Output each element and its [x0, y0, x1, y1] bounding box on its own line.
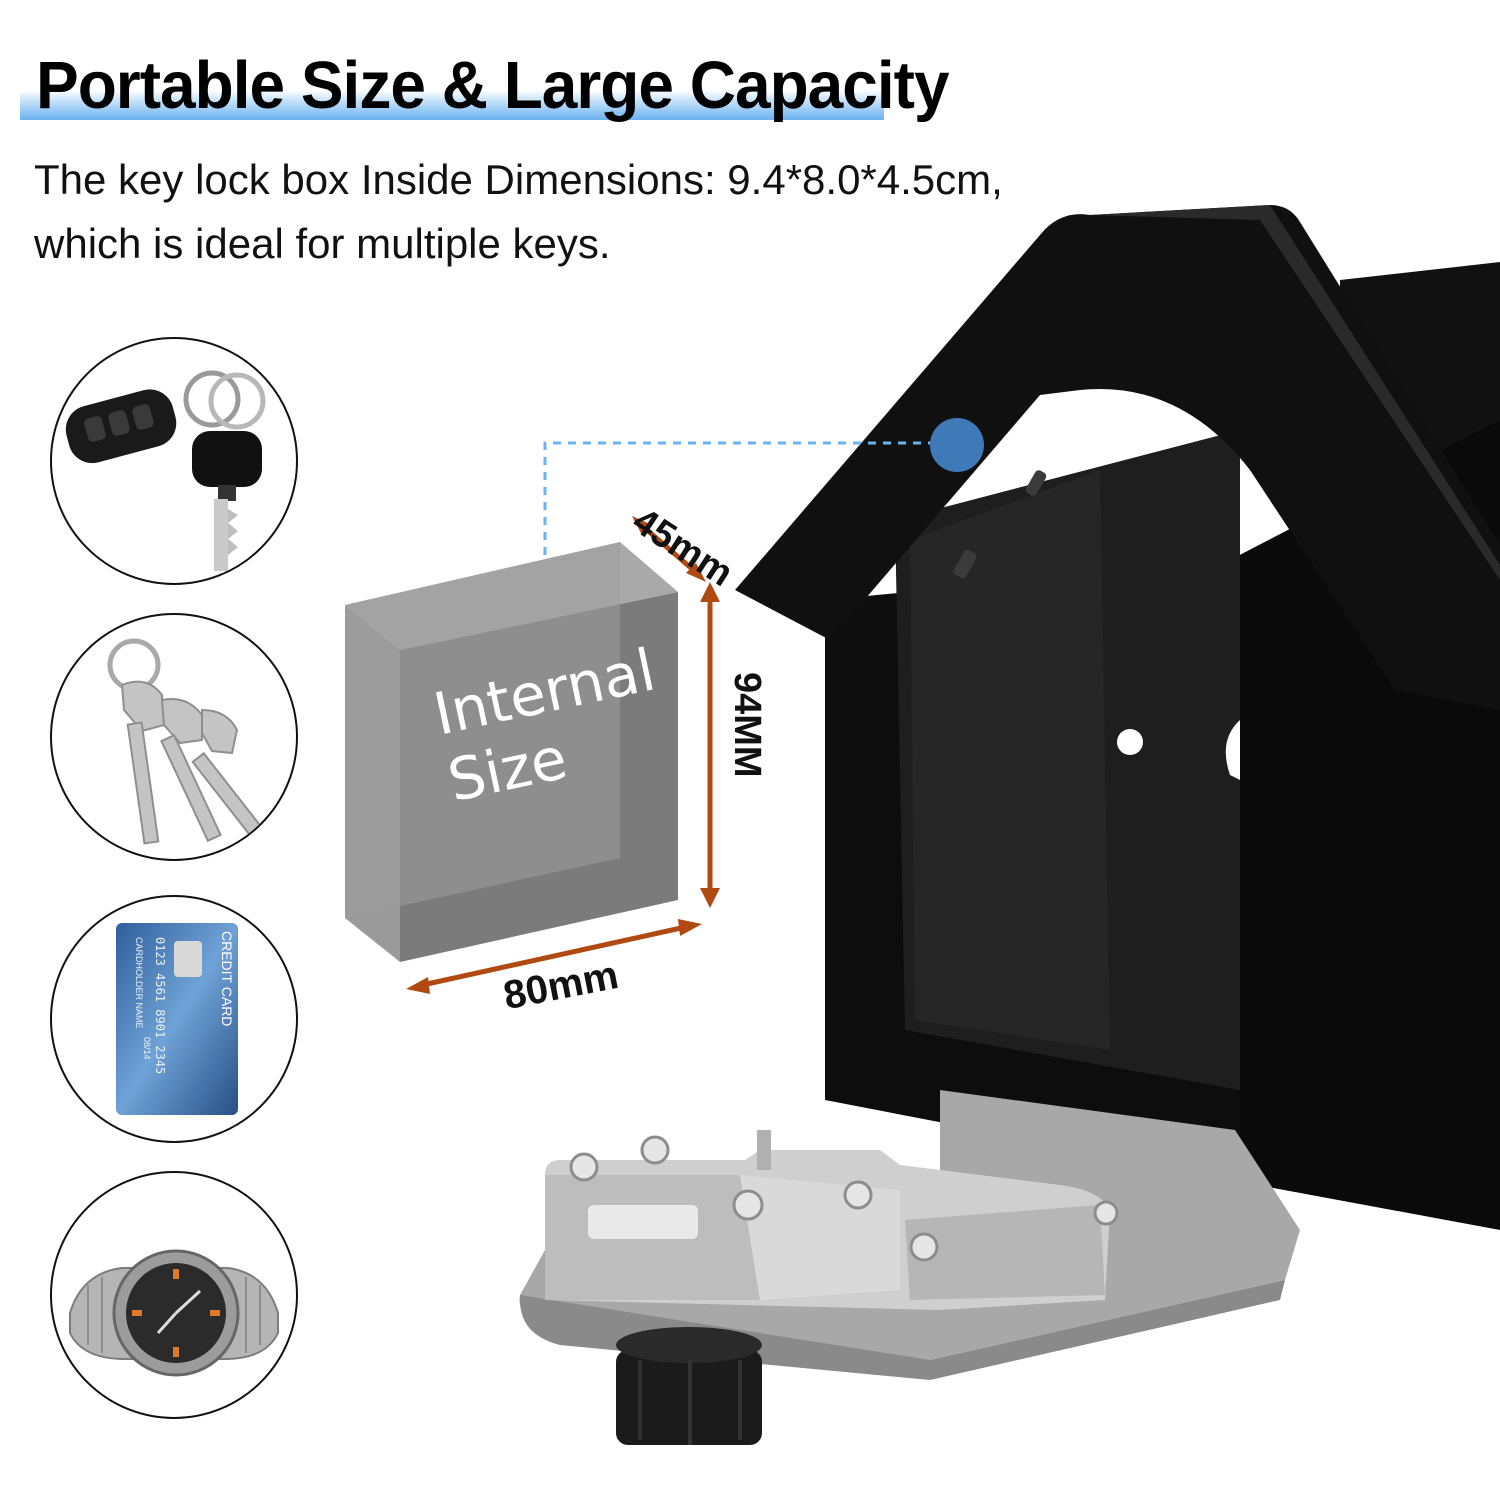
depth-arrow [638, 522, 700, 576]
card-expiry: 08/14 [142, 1037, 152, 1060]
description: The key lock box Inside Dimensions: 9.4*… [34, 148, 1034, 276]
leader-line [543, 441, 975, 570]
capacity-item-credit-card: CREDIT CARD 0123 4561 8901 2345 CARDHOLD… [50, 895, 298, 1143]
wristwatch-icon [69, 1249, 279, 1377]
capacity-item-car-key [50, 337, 298, 585]
card-holder: CARDHOLDER NAME [134, 937, 144, 1029]
car-key-fob-icon [65, 370, 266, 571]
internal-size-box [345, 542, 678, 962]
capacity-item-keys [50, 613, 298, 861]
card-label: CREDIT CARD [219, 931, 235, 1026]
width-arrow [417, 923, 691, 989]
capacity-item-watch [50, 1171, 298, 1419]
key-ring-icon [107, 638, 267, 845]
description-line-1: The key lock box Inside Dimensions: 9.4*… [34, 156, 1003, 203]
headline-underline [20, 90, 884, 120]
dial-knob [616, 1327, 762, 1445]
page-title: Portable Size & Large Capacity [36, 47, 950, 123]
marker-dot [930, 418, 984, 472]
description-line-2: which is ideal for multiple keys. [34, 220, 611, 267]
credit-card-icon: CREDIT CARD 0123 4561 8901 2345 CARDHOLD… [116, 923, 238, 1115]
card-number: 0123 4561 8901 2345 [153, 937, 167, 1074]
roof [735, 205, 1500, 710]
height-label: 94MM [726, 672, 768, 778]
